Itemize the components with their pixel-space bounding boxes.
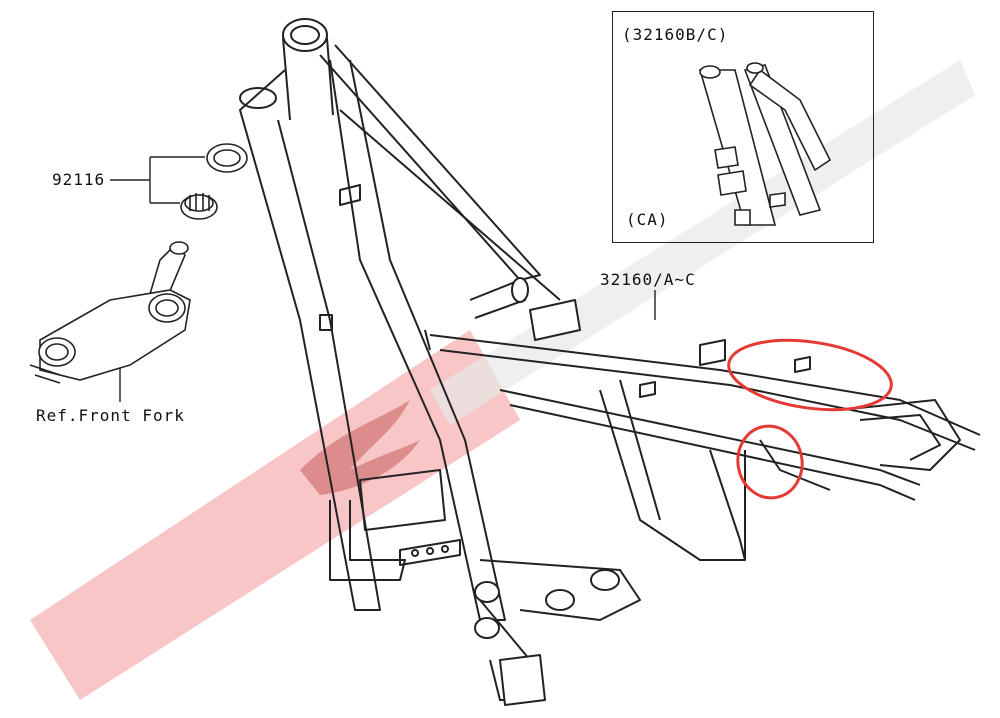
inset-drawing xyxy=(698,62,832,226)
watermark-band xyxy=(30,330,520,700)
callout-bracket-92116 xyxy=(110,156,205,402)
callout-92116: 92116 xyxy=(52,170,106,189)
highlight-marks xyxy=(727,338,893,500)
steering-stem xyxy=(29,143,248,384)
main-frame xyxy=(239,18,981,706)
highlight-ellipse-bracket xyxy=(736,424,804,500)
highlight-ellipse-seat-rail xyxy=(727,338,893,412)
callout-ref-front-fork: Ref.Front Fork xyxy=(36,406,185,425)
inset-box xyxy=(612,11,874,243)
callout-32160: 32160/A~C xyxy=(600,270,696,289)
dragon-tribal-logo-icon xyxy=(300,400,420,495)
inset-label: (CA) xyxy=(626,210,669,229)
inset-title: (32160B/C) xyxy=(622,25,729,44)
